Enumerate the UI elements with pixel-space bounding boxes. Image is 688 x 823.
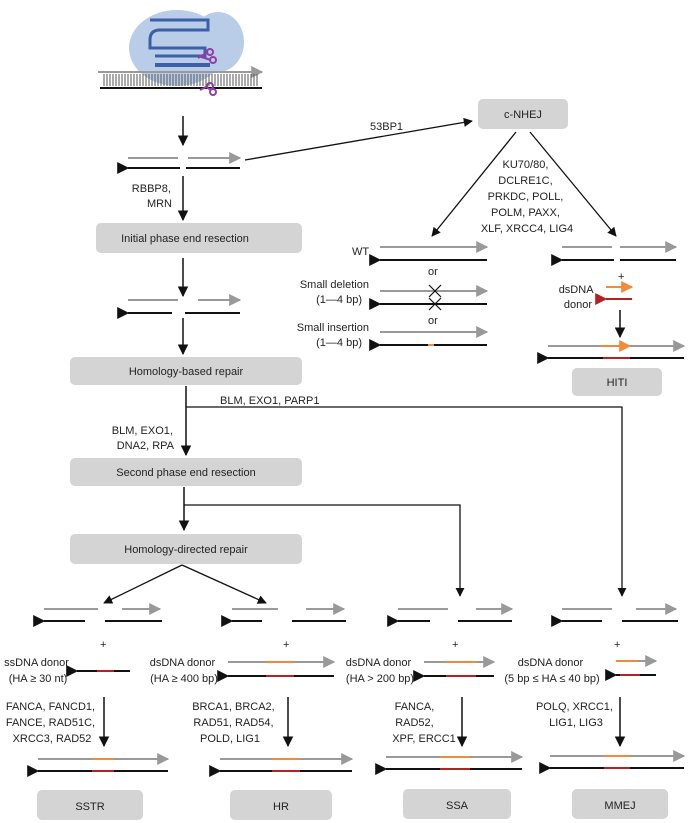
label-small-insertion: Small insertion (1—4 bp) xyxy=(297,322,372,349)
label-hr-factors: BRCA1, BRCA2, RAD51, RAD54, POLD, LIG1 xyxy=(192,701,278,745)
svg-text:HITI: HITI xyxy=(607,377,628,389)
arrow-cnhej-to-hiti xyxy=(529,131,617,237)
label-plus-hr: + xyxy=(283,639,289,651)
guide-rna xyxy=(148,18,210,58)
deletion-cross-icon xyxy=(428,284,442,311)
hiti-donor-dna xyxy=(595,281,634,305)
label-dsdna-donor-ssa: dsDNA donor (HA > 200 bp) xyxy=(346,657,415,685)
arrow-hdr-to-sstr xyxy=(103,564,183,604)
mmej-product-dna xyxy=(539,750,686,774)
svg-text:Initial phase end resection: Initial phase end resection xyxy=(121,233,249,245)
box-hiti: HITI xyxy=(572,368,662,396)
label-ssa-factors: FANCA, RAD52, XPF, ERCC1 xyxy=(392,701,456,745)
hr-donor-dna xyxy=(217,656,336,682)
svg-text:Homology-directed repair: Homology-directed repair xyxy=(124,544,248,556)
arrow-to-ssa-branch xyxy=(184,504,465,597)
hiti-dsb-dna xyxy=(551,241,678,266)
label-or-1: or xyxy=(428,266,438,278)
label-plus-sstr: + xyxy=(100,639,106,651)
box-second-resection: Second phase end resection xyxy=(70,458,302,486)
label-sstr-factors: FANCA, FANCD1, FANCE, RAD51C, XRCC3, RAD… xyxy=(6,701,98,745)
ssa-donor-dna xyxy=(413,656,496,682)
label-dsdna-donor-mmej: dsDNA donor (5 bp ≤ HA ≤ 40 bp) xyxy=(504,657,599,685)
cas9-complex-illustration xyxy=(98,10,264,96)
svg-text:Second phase end resection: Second phase end resection xyxy=(116,467,255,479)
sstr-dsb-dna xyxy=(33,603,162,627)
svg-text:MMEJ: MMEJ xyxy=(604,800,635,812)
arrow-cnhej-to-wt xyxy=(431,131,517,237)
box-cnhej: c-NHEJ xyxy=(478,99,568,129)
hr-product-dna xyxy=(209,753,354,777)
svg-text:HR: HR xyxy=(273,801,289,813)
arrow-dsb-to-cnhej xyxy=(244,117,473,161)
svg-text:SSA: SSA xyxy=(446,800,469,812)
arrow-hdr-to-hr xyxy=(181,564,267,604)
label-plus-hiti: + xyxy=(618,271,624,283)
label-wt: WT xyxy=(352,246,369,258)
box-sstr: SSTR xyxy=(37,790,143,820)
label-small-deletion: Small deletion (1—4 bp) xyxy=(300,279,372,306)
hr-dsb-dna xyxy=(221,603,346,627)
label-53bp1: 53BP1 xyxy=(370,121,403,133)
ssa-dsb-dna xyxy=(387,603,514,627)
sstr-product-dna xyxy=(27,753,170,777)
label-nhej-factors: KU70/80, DCLRE1C, PRKDC, POLL, POLM, PAX… xyxy=(481,159,573,235)
mmej-dsb-dna xyxy=(551,603,678,627)
dsb-dna-1 xyxy=(117,152,242,174)
label-or-2: or xyxy=(428,315,438,327)
dna-double-helix xyxy=(98,66,264,89)
svg-text:SSTR: SSTR xyxy=(75,801,104,813)
label-rbbp8: RBBP8, MRN xyxy=(132,183,174,210)
resected-dna-1 xyxy=(117,294,242,319)
arrow-to-mmej-branch xyxy=(186,406,627,597)
label-mmej-factors: POLQ, XRCC1, LIG1, LIG3 xyxy=(536,701,616,729)
box-hr: HR xyxy=(230,790,332,820)
hiti-product-dna xyxy=(537,340,686,364)
svg-text:c-NHEJ: c-NHEJ xyxy=(504,109,542,121)
label-blm-exo1-dna2: BLM, EXO1, DNA2, RPA xyxy=(112,425,176,452)
wt-dna xyxy=(369,241,489,266)
mmej-donor-dna xyxy=(605,655,658,681)
box-mmej: MMEJ xyxy=(572,789,668,819)
label-blm-exo1-parp1: BLM, EXO1, PARP1 xyxy=(220,395,319,407)
box-ssa: SSA xyxy=(403,789,511,819)
label-dsdna-donor-hr: dsDNA donor (HA ≥ 400 bp) xyxy=(150,657,219,685)
label-dsdna-donor-hiti: dsDNA donor xyxy=(559,284,596,311)
label-ssdna-donor: ssDNA donor (HA ≥ 30 nt) xyxy=(4,657,72,685)
svg-text:Homology-based repair: Homology-based repair xyxy=(129,366,244,378)
ssa-product-dna xyxy=(375,751,524,775)
label-plus-ssa: + xyxy=(452,639,458,651)
box-homology-directed-repair: Homology-directed repair xyxy=(70,534,302,564)
small-deletion-dna xyxy=(369,284,489,311)
label-plus-mmej: + xyxy=(614,639,620,651)
box-initial-resection: Initial phase end resection xyxy=(96,223,302,253)
box-homology-based-repair: Homology-based repair xyxy=(70,357,302,385)
scissors-icon xyxy=(197,48,217,96)
small-insertion-dna xyxy=(369,326,489,351)
